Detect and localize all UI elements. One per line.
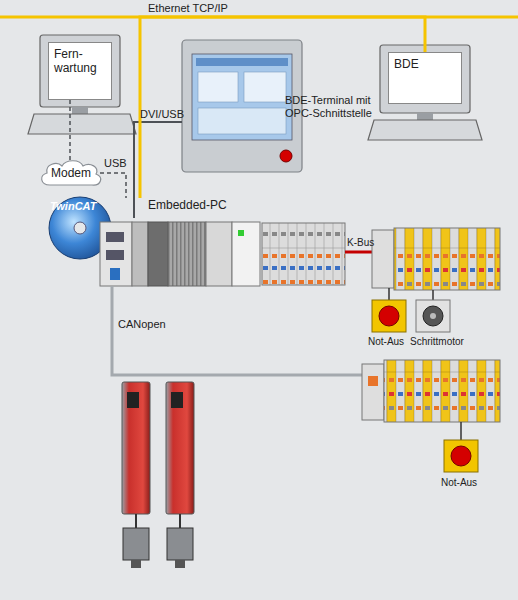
- terminal-block: [384, 360, 500, 422]
- panel-button: [280, 150, 292, 162]
- cooling-module: [168, 222, 206, 286]
- screen-window: [244, 72, 286, 102]
- monitor-frame: [380, 45, 470, 113]
- bus-coupler: [372, 230, 394, 288]
- cpu-module: [100, 222, 132, 286]
- diagram-label: Ethernet TCP/IP: [148, 2, 268, 15]
- diagram-label: TwinCAT: [50, 200, 112, 213]
- connector-line: [100, 173, 126, 198]
- servo-drive: [122, 382, 150, 514]
- connector-line: [140, 17, 425, 198]
- monitor-frame: [40, 35, 120, 107]
- screen-bar: [196, 58, 288, 66]
- module: [148, 222, 168, 286]
- motor-shaft: [175, 560, 185, 568]
- motor-shaft: [131, 560, 141, 568]
- node-text: Modem: [38, 166, 104, 180]
- diagram-label: DVI/USB: [140, 108, 200, 121]
- port: [110, 268, 120, 280]
- embedded-pc: Embedded-PC: [95, 198, 345, 290]
- computer-base: [368, 120, 482, 140]
- stepper-motor: [416, 300, 450, 332]
- power-module: [232, 222, 260, 286]
- module: [206, 222, 232, 286]
- panel-screen: [192, 54, 292, 140]
- wire: [388, 288, 390, 300]
- wire: [460, 422, 462, 440]
- diagram-label: CANopen: [118, 318, 188, 331]
- touch-panel: [182, 40, 302, 172]
- diagram-label: BDE-Terminal mit OPC-Schnittstelle: [285, 94, 380, 120]
- node-text: Embedded-PC: [148, 198, 345, 212]
- motor-cable: [135, 514, 137, 528]
- diagram-label: Not-Aus: [441, 476, 501, 489]
- computer-base: [28, 114, 136, 134]
- terminal-block: [394, 228, 500, 290]
- led: [238, 230, 244, 236]
- servo-motor: [123, 528, 149, 560]
- drive-display: [171, 392, 183, 408]
- monitor-stand: [417, 113, 433, 120]
- cd-hole: [74, 222, 86, 234]
- bde-terminal: BDE: [388, 52, 462, 104]
- drive-display: [127, 392, 139, 408]
- module: [132, 222, 148, 286]
- modem-cloud: Modem: [38, 158, 104, 188]
- emergency-stop-button: [451, 446, 471, 466]
- emergency-stop-housing: [372, 300, 406, 332]
- edge-label: USB: [104, 157, 127, 170]
- port: [106, 250, 124, 260]
- servo-drive: [166, 382, 194, 514]
- terminal-block: [262, 223, 345, 285]
- servo-motor: [167, 528, 193, 560]
- connector-line: [69, 100, 71, 160]
- emergency-stop-button: [379, 306, 399, 326]
- wire: [432, 290, 434, 300]
- remote-terminal: Fern- wartung: [48, 42, 112, 100]
- canopen-cable: [112, 286, 362, 375]
- diagram-label: K-Bus: [347, 236, 387, 249]
- diagram-label: Schrittmotor: [410, 335, 490, 348]
- node-text: Fern- wartung: [54, 47, 106, 75]
- emergency-stop-housing: [444, 440, 478, 472]
- node-text: BDE: [394, 57, 456, 71]
- screen-window: [198, 72, 238, 102]
- connector: [368, 376, 378, 386]
- monitor-stand: [72, 107, 88, 114]
- bus-coupler: [362, 364, 384, 420]
- motor-cable: [179, 514, 181, 528]
- screen-window: [198, 108, 286, 134]
- motor-shaft: [430, 313, 436, 319]
- motor-face: [423, 306, 443, 326]
- port: [106, 232, 124, 242]
- k-bus-cable: [345, 251, 372, 254]
